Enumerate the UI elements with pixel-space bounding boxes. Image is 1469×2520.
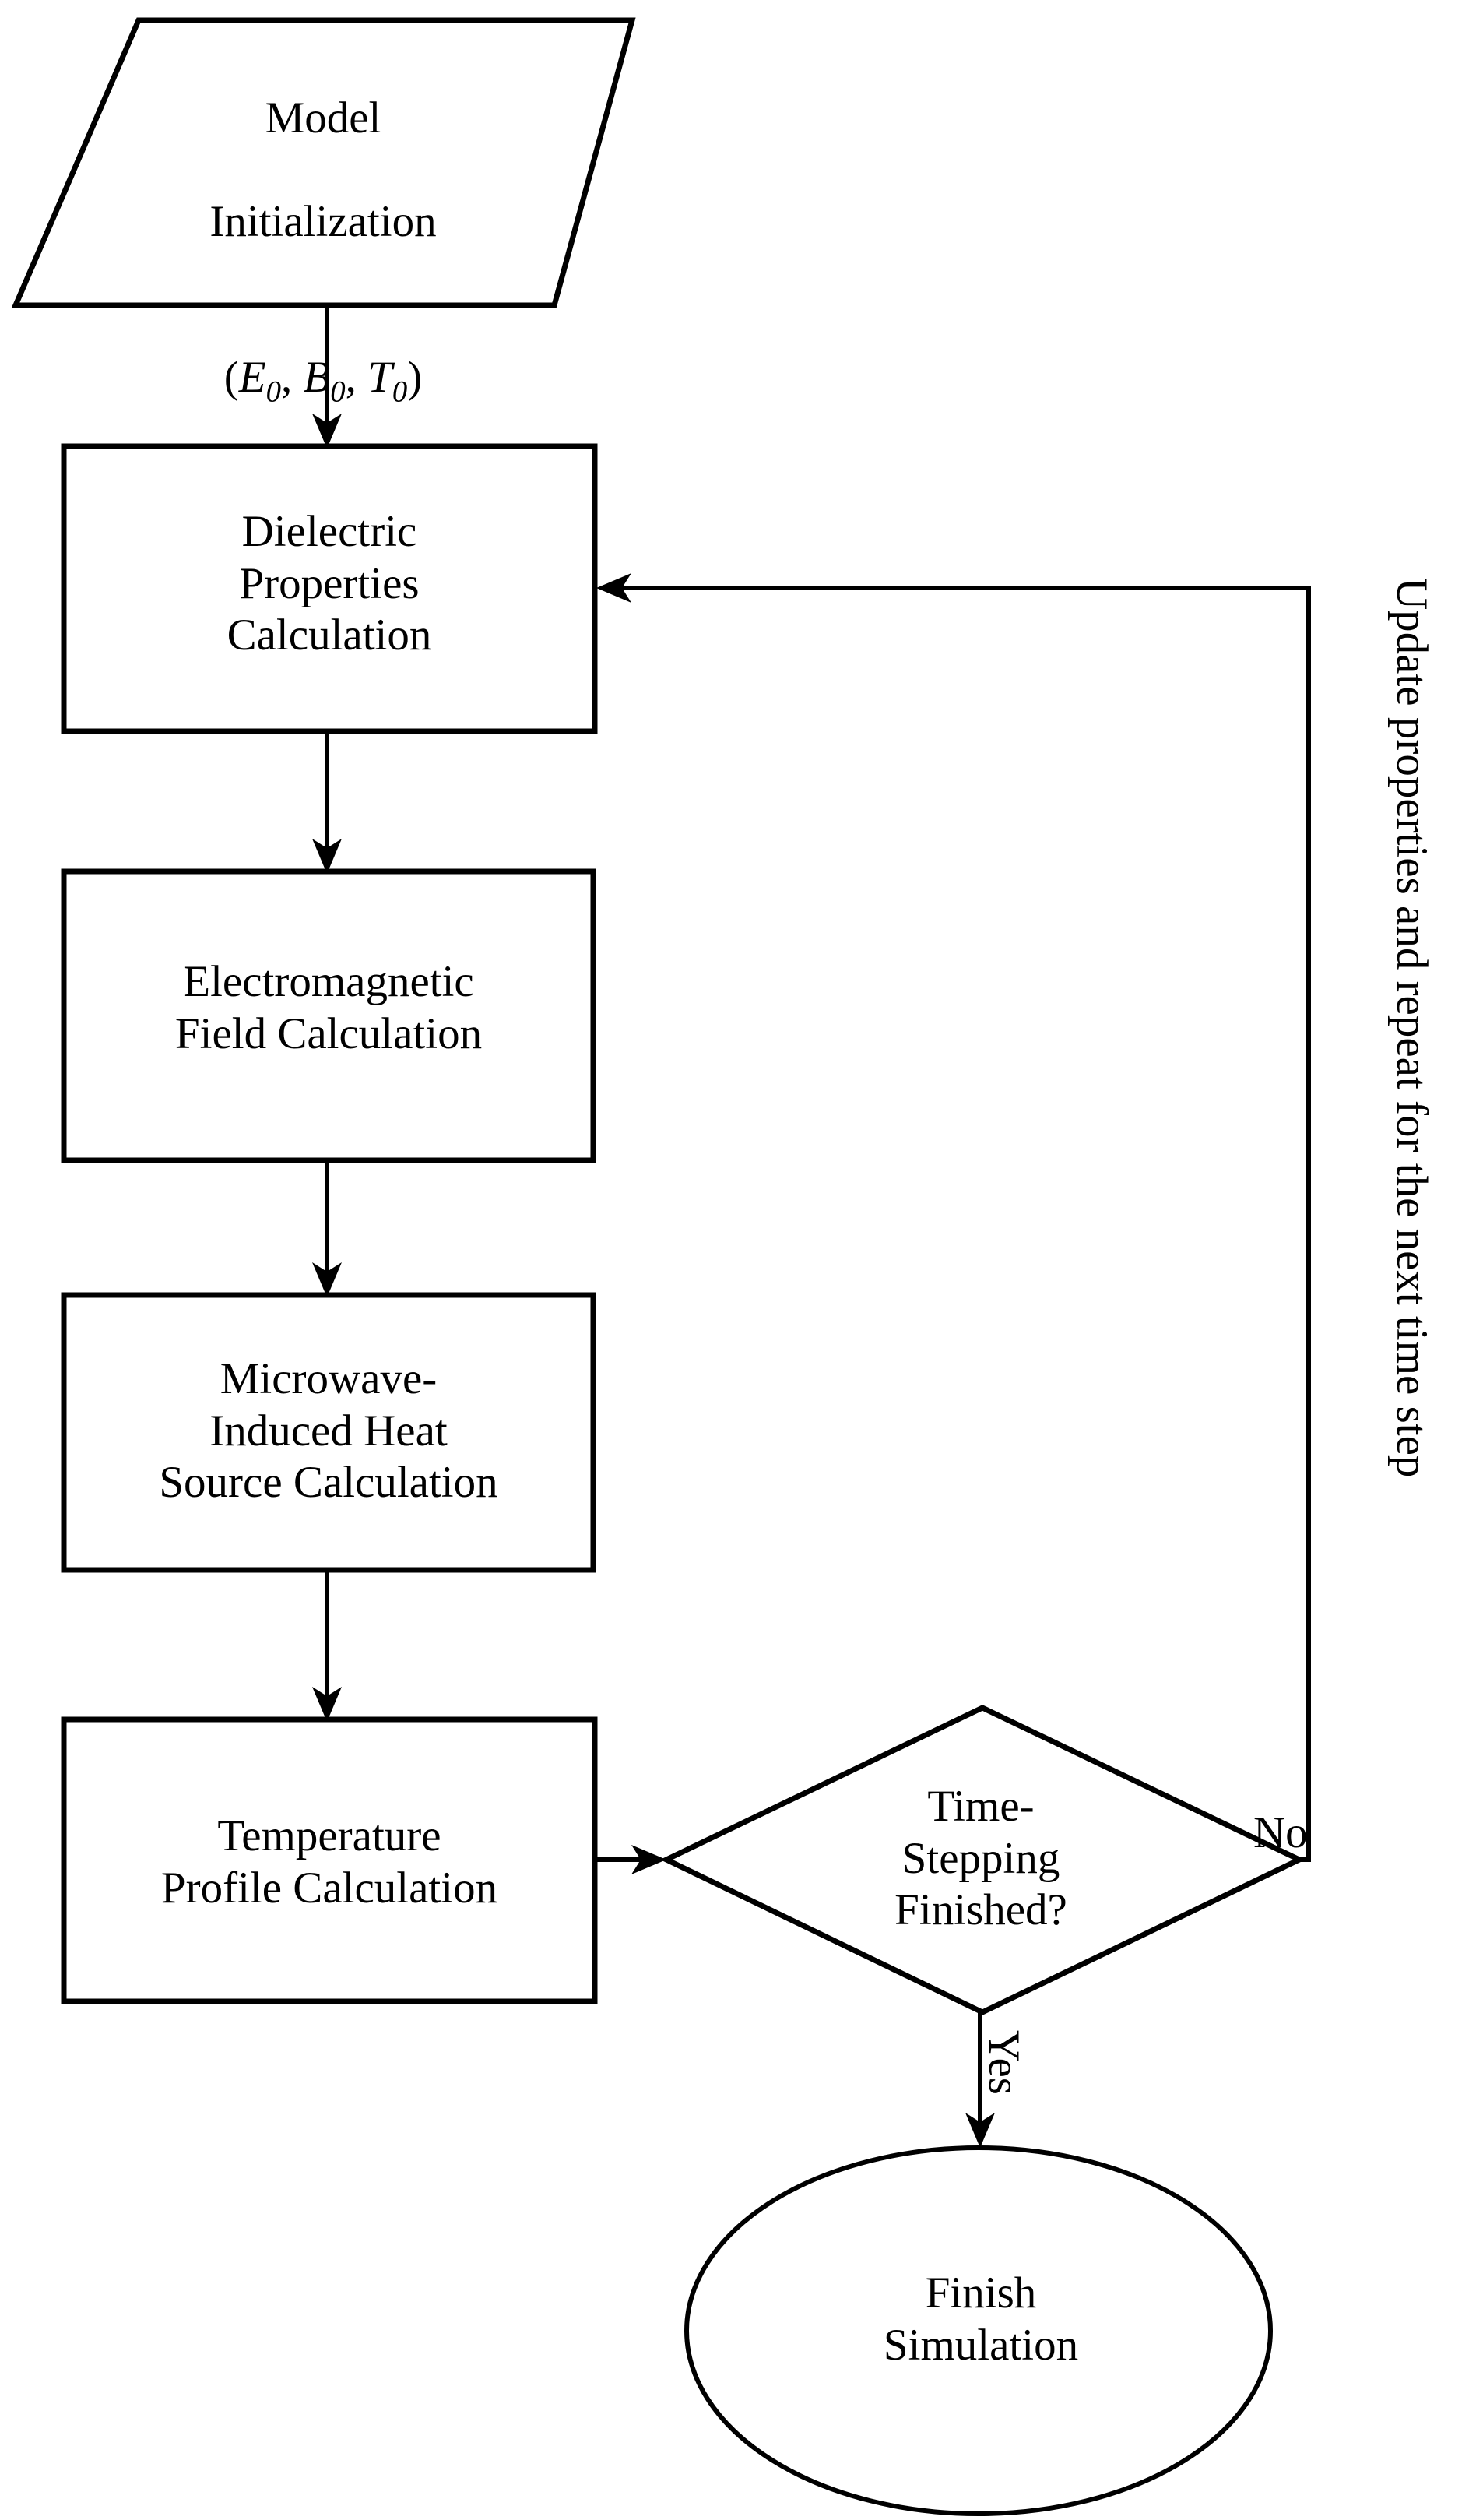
node-shape-temperature-profile-calculation[interactable] — [61, 1716, 598, 2004]
edge-temperature-to-decision — [595, 1845, 666, 1874]
edge-dielectric-to-em-field — [312, 731, 342, 874]
node-shape-time-stepping-finished[interactable] — [659, 1705, 1306, 2015]
edge-label-no: No — [1253, 1808, 1308, 1857]
edge-em-field-to-heat-source — [312, 1160, 342, 1297]
edge-decision-yes-to-finish — [965, 2012, 995, 2148]
edge-label-yes: Yes — [979, 2030, 1028, 2095]
node-shape-electromagnetic-field-calculation[interactable] — [61, 868, 596, 1163]
node-shape-microwave-induced-heat-source-calculation[interactable] — [61, 1292, 596, 1573]
node-shape-model-initialization[interactable] — [11, 17, 636, 308]
edge-heat-source-to-temperature — [312, 1570, 342, 1722]
node-shape-dielectric-properties-calculation[interactable] — [61, 443, 598, 734]
node-shape-finish-simulation[interactable] — [684, 2145, 1273, 2516]
edge-label-feedback-loop: Update properties and repeat for the nex… — [1387, 578, 1436, 1478]
edge-init-to-dielectric — [312, 305, 342, 449]
edge-decision-no-feedback — [596, 573, 1311, 1862]
